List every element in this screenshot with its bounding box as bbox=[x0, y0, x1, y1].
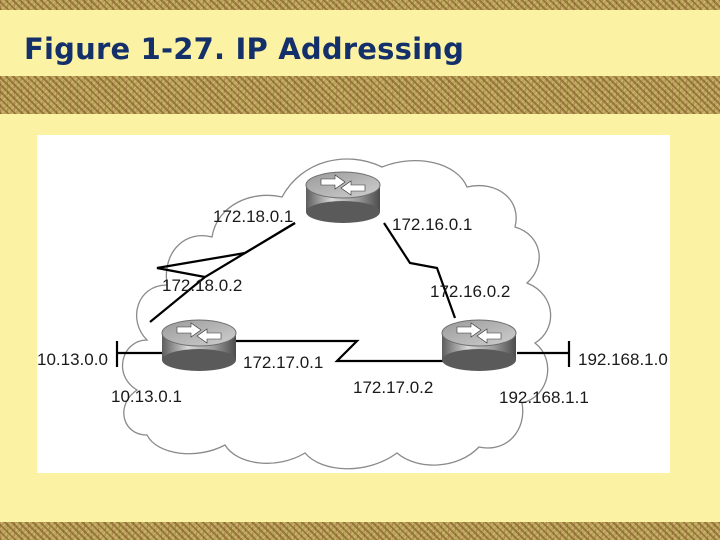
decorative-stripe-middle bbox=[0, 76, 720, 114]
label-172-17-0-2: 172.17.0.2 bbox=[353, 378, 433, 397]
label-192-168-1-1: 192.168.1.1 bbox=[499, 388, 589, 407]
decorative-stripe-bottom bbox=[0, 522, 720, 540]
page-title: Figure 1-27. IP Addressing bbox=[24, 32, 465, 66]
network-cloud bbox=[121, 158, 552, 470]
network-diagram: 172.18.0.1 172.16.0.1 172.18.0.2 172.16.… bbox=[37, 158, 668, 470]
router-left-icon bbox=[161, 319, 237, 372]
label-172-18-0-1: 172.18.0.1 bbox=[213, 207, 293, 226]
router-right-icon bbox=[441, 319, 517, 372]
lan-link-left bbox=[115, 341, 169, 367]
title-band: Figure 1-27. IP Addressing bbox=[0, 10, 720, 76]
diagram-panel: 172.18.0.1 172.16.0.1 172.18.0.2 172.16.… bbox=[37, 135, 670, 473]
serial-link-top-left bbox=[149, 222, 296, 323]
label-10-13-0-1: 10.13.0.1 bbox=[111, 387, 182, 406]
label-172-16-0-2: 172.16.0.2 bbox=[430, 282, 510, 301]
label-10-13-0-0: 10.13.0.0 bbox=[37, 350, 108, 369]
serial-link-bottom bbox=[232, 339, 447, 363]
decorative-stripe-top bbox=[0, 0, 720, 10]
lan-link-right bbox=[517, 341, 571, 367]
serial-link-top-right bbox=[383, 222, 457, 319]
router-top-icon bbox=[305, 171, 381, 224]
label-172-16-0-1: 172.16.0.1 bbox=[392, 215, 472, 234]
label-172-17-0-1: 172.17.0.1 bbox=[243, 353, 323, 372]
label-192-168-1-0: 192.168.1.0 bbox=[578, 350, 668, 369]
label-172-18-0-2: 172.18.0.2 bbox=[162, 276, 242, 295]
